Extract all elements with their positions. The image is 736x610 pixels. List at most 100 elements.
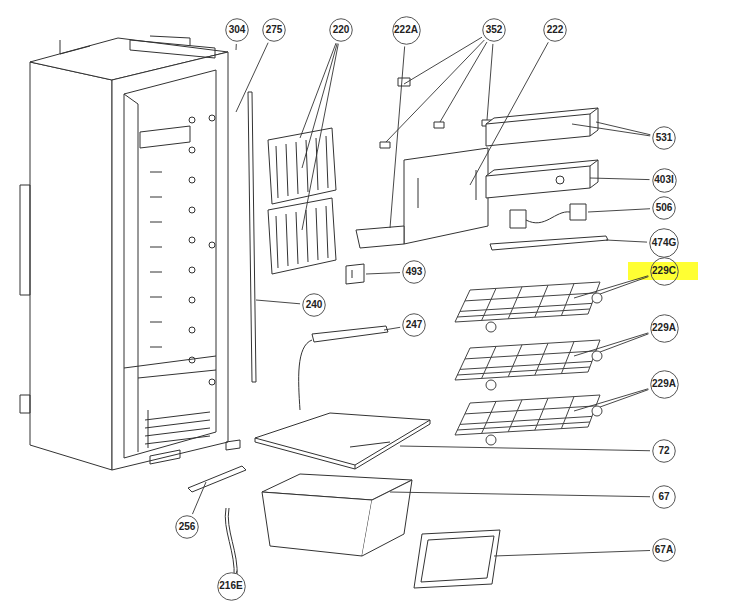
wire-shelf xyxy=(455,282,602,332)
callout-bubble: 67 xyxy=(652,485,676,509)
callout-circle-outline xyxy=(650,314,678,342)
callout-circle-outline xyxy=(544,19,567,42)
callout-bubble: 256 xyxy=(175,515,199,539)
callout-number: 216E xyxy=(219,581,242,591)
callout-bubble: 220 xyxy=(329,18,353,42)
vent-panel xyxy=(268,198,336,274)
callout-bubble: 493 xyxy=(402,260,426,284)
wiring-parts xyxy=(510,204,586,228)
callout-bubble: 531 xyxy=(652,126,676,150)
leader-line xyxy=(300,43,336,138)
leader-line xyxy=(366,273,400,274)
leader-line xyxy=(400,446,650,451)
leader-line xyxy=(386,40,484,142)
leader-line xyxy=(606,240,647,242)
callout-number: 247 xyxy=(406,320,423,330)
leader-line xyxy=(302,44,338,230)
callout-number: 506 xyxy=(656,203,673,213)
light-bar xyxy=(490,236,608,250)
leader-line xyxy=(596,122,650,135)
callout-bubble: 229A xyxy=(650,314,679,343)
callout-number: 72 xyxy=(658,446,669,456)
leader-line xyxy=(236,44,237,50)
callout-bubble: 222A xyxy=(392,16,421,45)
callout-circle-outline xyxy=(652,168,676,192)
callout-circle-outline xyxy=(650,257,678,285)
leader-line xyxy=(302,43,337,168)
callout-number: 493 xyxy=(406,267,423,277)
leader-line xyxy=(600,390,648,407)
drain-tube xyxy=(228,508,237,578)
callout-circle-outline xyxy=(653,440,676,463)
vent-panel xyxy=(268,128,336,204)
callout-number: 240 xyxy=(306,300,323,310)
callout-bubble: 229A xyxy=(650,370,679,399)
cabinet-opening xyxy=(124,70,216,458)
cabinet-front xyxy=(112,52,228,470)
side-fitting xyxy=(20,185,30,295)
bracket xyxy=(346,264,364,284)
cover-base xyxy=(356,226,404,248)
callout-bubble: 240 xyxy=(302,293,326,317)
callout-bubble: 275 xyxy=(262,18,286,42)
leader-line xyxy=(600,277,648,294)
callout-number: 474G xyxy=(652,238,676,248)
cabinet-feet xyxy=(150,440,240,464)
leader-line xyxy=(256,300,300,304)
callout-circle-outline xyxy=(263,19,286,42)
callout-number: 222 xyxy=(547,25,564,35)
cabinet-inner-wall xyxy=(124,94,138,452)
leader-line xyxy=(600,334,649,352)
drawer-panel-inner xyxy=(421,536,494,582)
callout-number: 67 xyxy=(658,492,669,502)
cabinet-side xyxy=(30,62,112,470)
callout-number: 222A xyxy=(394,25,418,35)
callout-circle-outline xyxy=(330,19,353,42)
callout-bubble: 403I xyxy=(652,168,677,193)
callout-number: 403I xyxy=(654,175,673,185)
callout-circle-outline xyxy=(392,16,420,44)
wire-shelf xyxy=(455,395,602,445)
callout-number: 275 xyxy=(266,25,283,35)
clips xyxy=(380,78,492,148)
callout-number: 229C xyxy=(652,266,676,276)
callout-circle-outline xyxy=(403,314,426,337)
cabinet-top-parts xyxy=(130,36,215,58)
vent-ridges xyxy=(276,206,328,268)
drawer-front xyxy=(262,492,372,556)
callout-number: 256 xyxy=(179,522,196,532)
leader-line xyxy=(236,43,268,112)
callout-bubble: 72 xyxy=(652,439,676,463)
callout-circle-outline xyxy=(217,572,245,600)
callout-bubble: 247 xyxy=(402,313,426,337)
leader-line xyxy=(440,42,487,122)
cover-panel xyxy=(404,148,488,244)
callout-number: 67A xyxy=(655,545,673,555)
callout-bubble: 506 xyxy=(652,196,676,220)
side-fitting xyxy=(20,395,30,413)
glass-shelf xyxy=(255,413,430,465)
control-knob xyxy=(556,176,564,184)
callout-circle-outline xyxy=(650,370,678,398)
callout-number: 531 xyxy=(656,133,673,143)
callout-number: 352 xyxy=(486,25,503,35)
leader-line xyxy=(390,46,405,228)
callout-circle-outline xyxy=(653,197,676,220)
control-panel xyxy=(486,160,598,198)
drawer-panel xyxy=(414,530,500,588)
callout-circle-outline xyxy=(483,19,506,42)
glass-shelf-handle xyxy=(350,442,390,447)
callout-circle-outline xyxy=(226,19,249,42)
callout-bubble: 222 xyxy=(543,18,567,42)
leader-line xyxy=(574,276,648,298)
floor-grille xyxy=(145,410,210,448)
callout-circle-outline xyxy=(176,516,199,539)
leader-line xyxy=(494,550,650,556)
leader-line xyxy=(590,178,650,180)
callout-circle-outline xyxy=(653,127,676,150)
leader-line xyxy=(470,42,548,185)
mounting-holes xyxy=(189,115,215,385)
